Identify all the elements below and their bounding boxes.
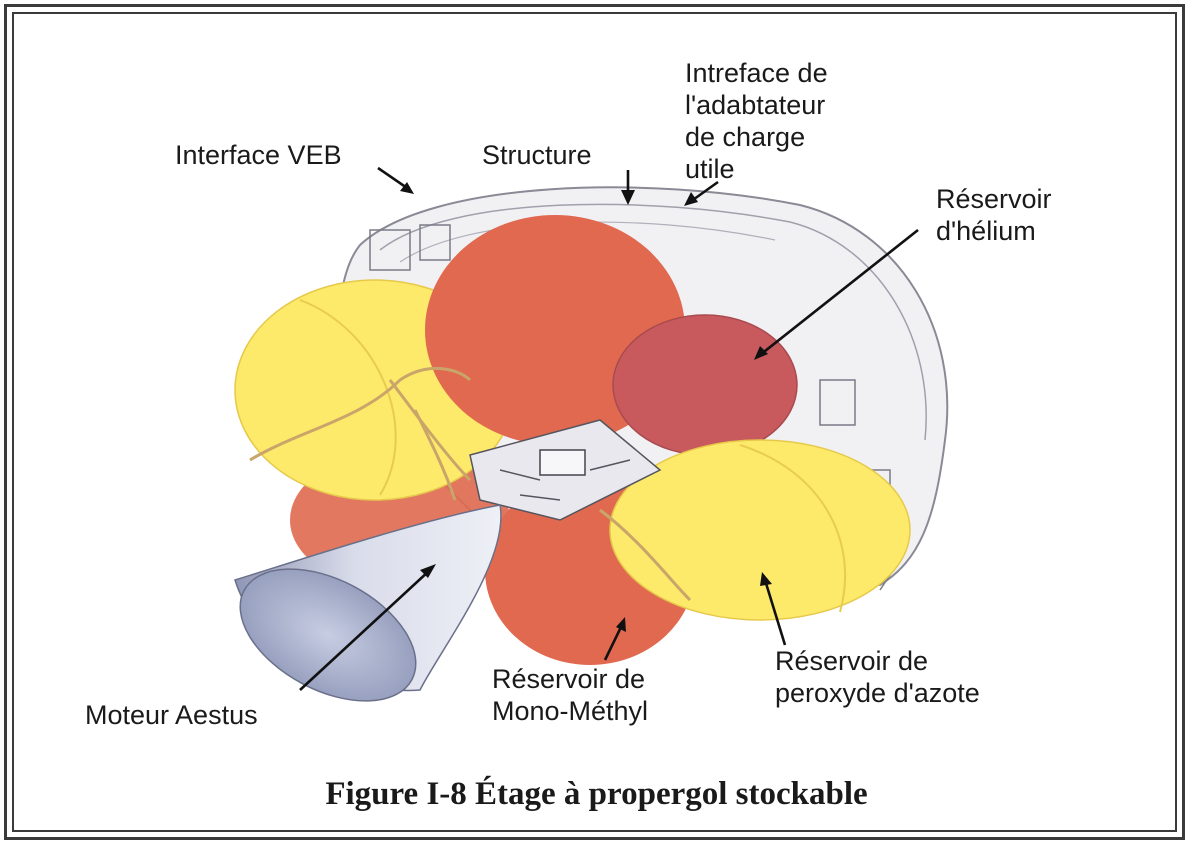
label-helium-1: Réservoir: [936, 184, 1052, 215]
helium-tank: [613, 315, 797, 455]
label-mono-2: Mono-Méthyl: [492, 696, 648, 727]
label-intreface-2: l'adabtateur: [685, 90, 825, 121]
figure-caption: Figure I-8 Étage à propergol stockable: [0, 776, 1193, 813]
label-helium-2: d'hélium: [936, 216, 1036, 247]
label-structure: Structure: [482, 140, 592, 171]
label-intreface-3: de charge: [685, 122, 805, 153]
label-mono-1: Réservoir de: [492, 664, 645, 695]
label-peroxyde-2: peroxyde d'azote: [775, 678, 980, 709]
label-interface-veb: Interface VEB: [175, 140, 342, 171]
label-moteur: Moteur Aestus: [85, 700, 258, 731]
label-intreface-4: utile: [685, 154, 735, 185]
label-intreface-1: Intreface de: [685, 58, 828, 89]
label-peroxyde-1: Réservoir de: [775, 646, 928, 677]
